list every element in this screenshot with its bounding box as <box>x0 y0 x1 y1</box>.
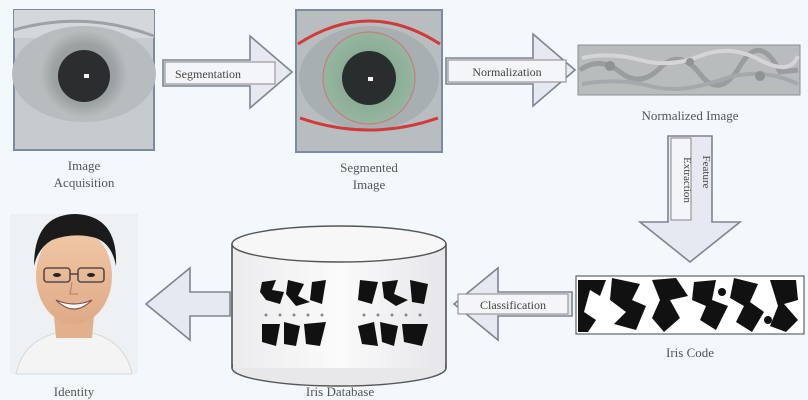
classification-label: Classification <box>480 298 546 312</box>
acquisition-caption-line2: Acquisition <box>54 175 115 190</box>
classification-arrow <box>452 266 573 342</box>
identity-portrait <box>10 214 138 375</box>
normalization-label: Normalization <box>472 65 541 79</box>
feature-extraction-arrow <box>637 135 743 264</box>
extraction-label: Extraction <box>681 157 693 203</box>
identity-arrow <box>144 266 231 342</box>
normalization-arrow <box>445 32 577 108</box>
segmentation-label: Segmentation <box>175 67 241 81</box>
feature-label: Feature <box>700 156 712 189</box>
iris-database-cylinder <box>231 225 447 387</box>
database-caption: Iris Database <box>306 384 374 399</box>
normalized-caption: Normalized Image <box>641 108 738 123</box>
identity-caption: Identity <box>54 384 95 399</box>
segmented-caption-line2: Image <box>353 177 386 192</box>
iris-code-caption: Iris Code <box>666 345 714 360</box>
normalized-image-strip <box>577 44 801 96</box>
segmentation-arrow <box>162 34 294 110</box>
iris-code-image <box>575 275 805 335</box>
segmented-caption-line1: Segmented <box>340 160 398 175</box>
segmented-eye-image <box>295 9 443 153</box>
acquisition-caption-line1: Image <box>68 158 101 173</box>
acquisition-eye-image <box>12 9 156 151</box>
